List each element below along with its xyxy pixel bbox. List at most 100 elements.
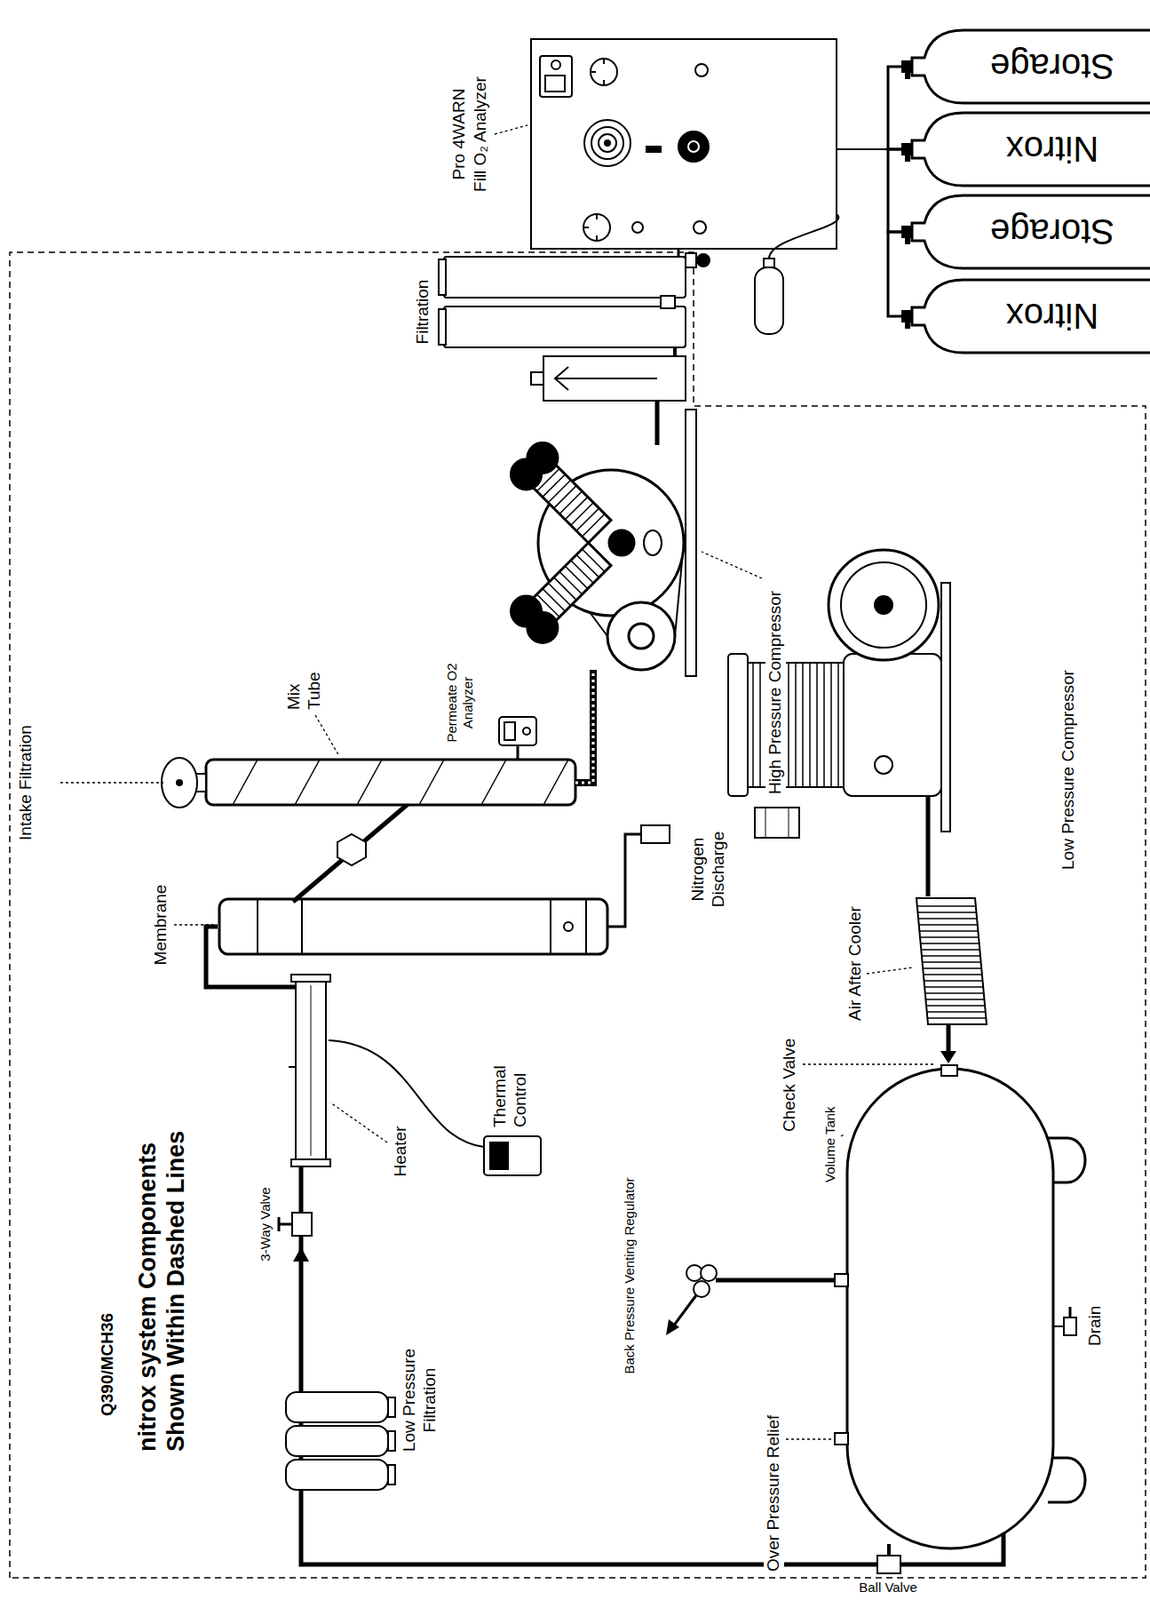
back-pressure-regulator: [673, 1294, 697, 1326]
cylinder-body: [912, 279, 1150, 353]
permeate-analyzer: [499, 716, 537, 746]
cylinder-label: Nitrox: [1006, 129, 1099, 169]
low-pressure-filter: [285, 1391, 396, 1490]
back-pressure-regulator: [715, 1277, 835, 1283]
low-pressure-compressor: [874, 595, 893, 614]
low-pressure-filter: [285, 1425, 389, 1456]
air-after-cooler: [918, 917, 977, 920]
high-pressure-compressor: [685, 409, 697, 676]
part-label: Back Pressure Venting Regulator: [621, 1173, 638, 1378]
three-way-valve: [292, 1212, 312, 1236]
heater: [288, 1065, 296, 1068]
thermal-control: [328, 1039, 541, 1175]
low-pressure-compressor: [816, 662, 818, 787]
low-pressure-compressor: [830, 662, 833, 787]
three-way-valve: [278, 1216, 293, 1231]
low-pressure-compressor: [752, 662, 754, 787]
fill-analyzer: [693, 221, 706, 234]
gas-cylinder: Nitrox: [901, 277, 1150, 355]
low-pressure-compressor: [823, 662, 825, 787]
mix-tube: [232, 759, 258, 805]
air-after-cooler: [927, 1016, 986, 1019]
model-number: Q390/MCH36: [97, 1221, 119, 1418]
part-label: Mix Tube: [284, 649, 326, 712]
cylinder-label: Storage: [990, 47, 1115, 87]
cylinder-body: [912, 30, 1150, 104]
thermal-control: [483, 1135, 541, 1175]
low-pressure-compressor: [828, 549, 939, 660]
air-after-cooler: [920, 935, 979, 938]
manifold-line: [888, 149, 902, 232]
three-way-valve: [278, 1212, 312, 1236]
air-after-cooler: [927, 1010, 986, 1013]
calibration-cylinder: [754, 214, 839, 334]
high-pressure-compressor: [609, 530, 635, 556]
separator: [531, 372, 544, 385]
fill-analyzer: [583, 214, 597, 241]
ball-valve: [887, 1543, 891, 1555]
low-pressure-compressor: [759, 662, 762, 787]
high-pressure-compressor: [607, 602, 675, 670]
high-pressure-compressor: [564, 565, 587, 588]
low-pressure-compressor: [728, 549, 951, 897]
mix-tube: [543, 759, 569, 805]
high-pressure-compressor: [643, 530, 662, 556]
part-label: Drain: [1085, 1293, 1106, 1348]
separator: [673, 347, 677, 357]
high-pressure-compressor: [547, 479, 571, 502]
cylinder-valve: [901, 225, 913, 238]
high-pressure-compressor: [571, 560, 594, 583]
hp-filtration: [444, 306, 686, 348]
part-label: Permeate O2 Analyzer: [444, 656, 476, 749]
manifold-line: [888, 66, 902, 150]
membrane: [257, 898, 587, 954]
air-after-cooler: [920, 948, 980, 951]
heater: [291, 974, 331, 982]
high-pressure-compressor: [504, 436, 619, 550]
intake-filter: [176, 779, 183, 786]
air-after-cooler: [919, 929, 978, 932]
high-pressure-compressor: [530, 542, 611, 624]
air-after-cooler: [917, 904, 976, 907]
fill-analyzer: [695, 63, 708, 77]
gas-cylinder: Nitrox: [901, 111, 1150, 188]
high-pressure-compressor: [581, 513, 604, 536]
low-pressure-compressor: [787, 662, 790, 787]
drain-valve: [1053, 1324, 1064, 1327]
calibration-cylinder: [763, 258, 775, 268]
fill-analyzer: [531, 39, 837, 249]
air-after-cooler: [921, 954, 981, 957]
leader-line: [60, 125, 935, 1439]
fill-analyzer: [539, 55, 572, 97]
cylinder-valve: [901, 142, 913, 156]
part-label: Membrane: [150, 871, 172, 978]
air-after-cooler: [916, 897, 987, 1024]
low-pressure-compressor: [794, 662, 797, 787]
compressor-hose: [575, 669, 594, 783]
air-after-cooler: [922, 960, 982, 963]
fill-analyzer: [646, 146, 661, 152]
air-after-cooler: [926, 1004, 985, 1007]
low-pressure-compressor: [837, 662, 840, 787]
check-valve-line: [946, 1023, 952, 1055]
ball-valve: [877, 1543, 901, 1573]
mix-tube: [481, 759, 507, 805]
low-pressure-compressor: [874, 755, 893, 774]
over-pressure-relief: [834, 1432, 849, 1444]
ball-valve: [877, 1554, 901, 1573]
membrane: [219, 898, 608, 954]
fill-analyzer: [590, 58, 618, 86]
permeate-analyzer: [523, 727, 531, 735]
nitrogen-discharge: [607, 824, 670, 927]
system-boundary: [9, 252, 1146, 1578]
air-after-cooler: [917, 911, 976, 913]
hp-filtration: [438, 248, 710, 348]
air-after-cooler: [925, 998, 984, 1000]
low-pressure-compressor: [765, 807, 789, 838]
compressor-hose: [575, 669, 594, 783]
part-label: High Pressure Compressor: [765, 529, 786, 796]
volume-tank: [941, 1064, 958, 1076]
part-label: Heater: [390, 1119, 412, 1182]
high-pressure-compressor: [576, 554, 599, 577]
low-pressure-compressor: [926, 795, 931, 897]
